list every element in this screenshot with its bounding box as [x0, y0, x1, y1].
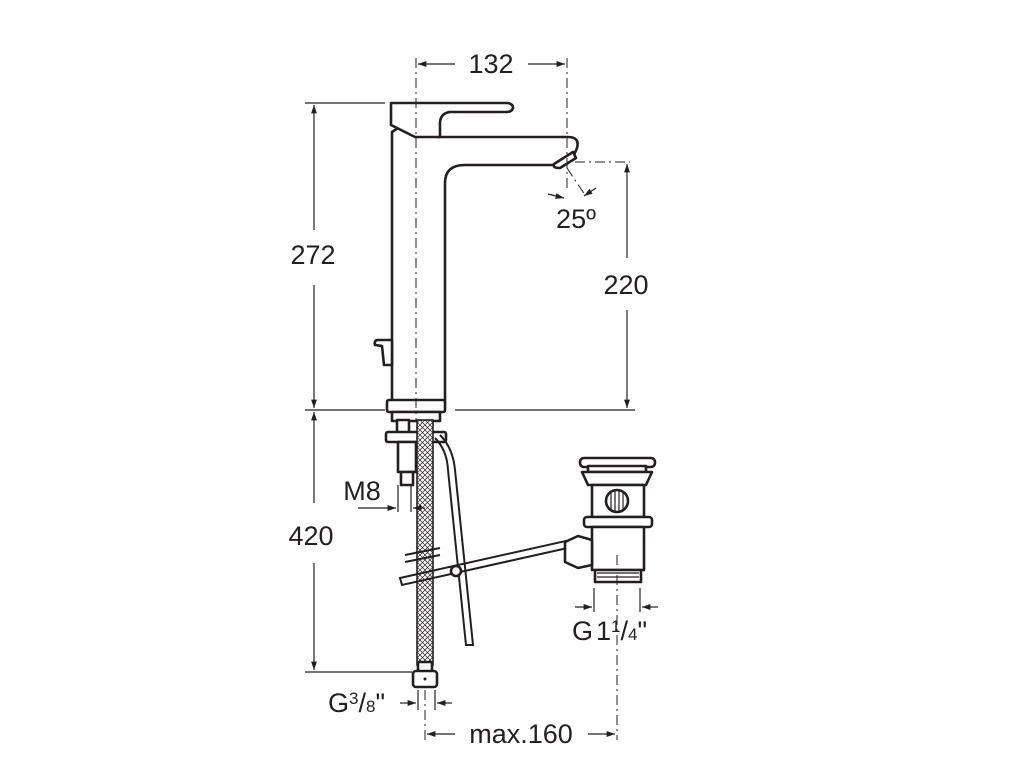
- lever-handle: [389, 101, 515, 139]
- dim-label-m8: M8: [343, 476, 381, 506]
- dimension-max160: max.160: [427, 719, 615, 749]
- dimension-220: 220: [455, 163, 649, 411]
- dim-label-420: 420: [288, 521, 333, 551]
- mixer-body: [385, 126, 579, 423]
- spout-aerator: [552, 150, 578, 170]
- hose-connection-nut: [411, 660, 439, 689]
- dimension-m8: M8: [343, 476, 425, 512]
- dim-label-132: 132: [468, 49, 513, 79]
- dim-label-max160: max.160: [469, 719, 573, 749]
- second-supply-tube: [434, 434, 475, 646]
- flexible-hose: [416, 419, 434, 666]
- dimension-25deg: 25º: [547, 187, 597, 234]
- dim-label-220: 220: [603, 270, 648, 300]
- centre-lines: [415, 58, 630, 740]
- break-mark: [404, 547, 441, 563]
- pop-up-rod-knob: [373, 338, 394, 367]
- dimension-132: 132: [418, 49, 565, 79]
- dimension-272: 272: [290, 102, 385, 411]
- mounting-assembly: [384, 418, 448, 487]
- dim-label-25deg: 25º: [556, 204, 596, 234]
- dimension-420: 420: [288, 412, 412, 673]
- dim-label-272: 272: [290, 240, 335, 270]
- pop-up-waste: [563, 456, 657, 584]
- dimension-g38: G3/8": [328, 688, 452, 718]
- dim-label-g38: G3/8": [328, 688, 385, 718]
